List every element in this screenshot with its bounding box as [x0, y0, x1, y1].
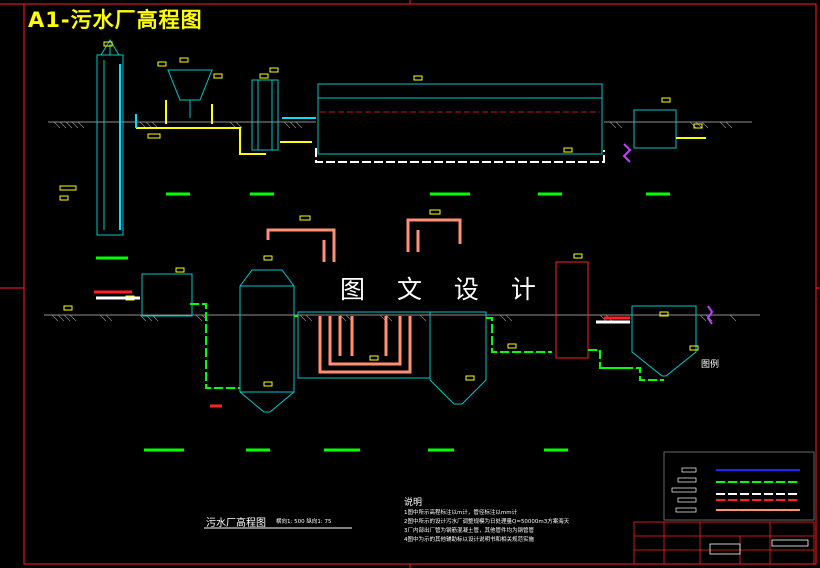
datum-bars [96, 192, 670, 452]
legend-label: 图例 [701, 360, 720, 370]
note-line: 3厂内部出厂管为钢筋混凝土管，其他管件均为钢管管 [404, 528, 535, 534]
legend [663, 451, 815, 521]
drawing-title: 污水厂高程图 [206, 518, 266, 529]
return-sludge-line [315, 148, 605, 163]
marker-bars [94, 290, 630, 408]
gas-pipes [266, 218, 462, 374]
upper-structures [96, 39, 677, 236]
note-line: 4图中为示的其他辅助标以设计说明书和相关规范实施 [404, 537, 535, 543]
sludge-pipes [136, 100, 706, 155]
lower-structures [141, 261, 697, 413]
watermark-text: 图 文 设 计 [340, 275, 548, 304]
note-line: 2图中所示的设计污水厂调整规模为日处理量Q=50000m3方案海天 [404, 519, 570, 525]
ground-hatching [51, 121, 737, 322]
valves [622, 143, 714, 325]
note-line: 1图中所示高程标注以m计，管径标注以mm计 [404, 510, 518, 516]
notes-heading: 说明 [404, 498, 423, 508]
pipe-details [119, 64, 316, 230]
title-block [633, 521, 815, 565]
elevation-tags [59, 41, 703, 387]
ground-lines [44, 121, 760, 316]
effluent-pipes [190, 303, 664, 389]
page-title: A1-污水厂高程图 [28, 8, 203, 32]
drawing-scale: 横向1: 500 纵向1: 75 [276, 519, 332, 525]
